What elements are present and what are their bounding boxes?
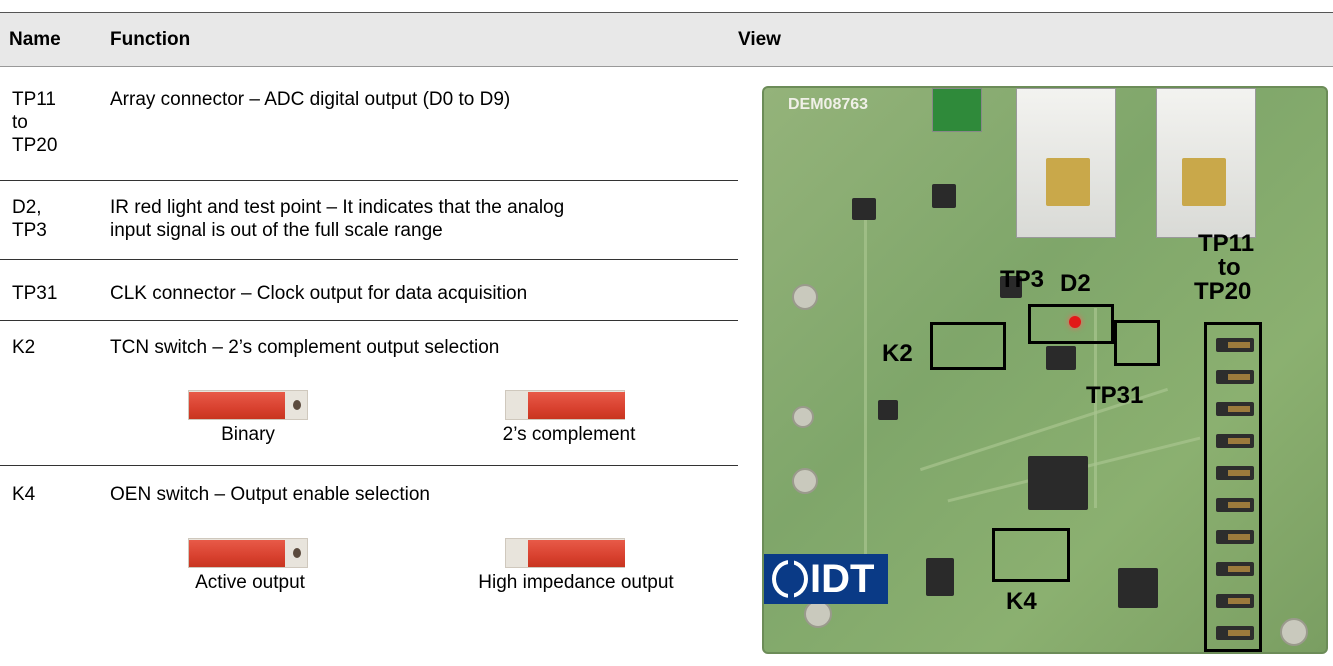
row-d2-name: D2, TP3 [12, 196, 47, 242]
idt-logo: IDT [764, 554, 888, 604]
label-to: to [1218, 254, 1241, 281]
name-line: TP3 [12, 220, 47, 241]
board-silk-title: DEM08763 [788, 96, 869, 113]
switch-binary-image [188, 390, 308, 420]
idt-logo-text: IDT [810, 557, 875, 601]
tp11-tp20-highlight-box [1204, 322, 1262, 652]
idt-logo-mark-icon [772, 560, 808, 598]
row-k4-function: OEN switch – Output enable selection [110, 484, 431, 505]
header-view: View [738, 29, 781, 50]
k4-highlight-box [992, 528, 1070, 582]
connector-pin [1216, 402, 1254, 416]
row-tp31-name: TP31 [12, 283, 58, 304]
row-divider [0, 259, 738, 260]
row-k2-name: K2 [12, 337, 36, 358]
connector-pin [1216, 370, 1254, 384]
connector-pin [1216, 434, 1254, 448]
switch-twos-complement-image [505, 390, 625, 420]
regulator-left [1046, 158, 1090, 206]
function-line: input signal is out of the full scale ra… [110, 220, 443, 241]
label-tp3: TP3 [1000, 266, 1045, 293]
connector-pin [1216, 594, 1254, 608]
mount-hole [792, 406, 814, 428]
chip [932, 184, 956, 208]
table-top-border-right [738, 12, 1333, 13]
mount-hole [804, 600, 832, 628]
adc-chip [1028, 456, 1088, 510]
row-divider [0, 180, 738, 181]
mount-hole [792, 284, 818, 310]
chip [1046, 346, 1076, 370]
tp31-highlight-box [1114, 320, 1160, 366]
connector-pin [1216, 530, 1254, 544]
row-tp31-function: CLK connector – Clock output for data ac… [110, 283, 528, 304]
row-divider [0, 465, 738, 466]
name-line: to [12, 112, 28, 133]
label-tp11: TP11 [1198, 230, 1255, 257]
connector-pin [1216, 466, 1254, 480]
option-binary: Binary [221, 424, 275, 445]
chip [878, 400, 898, 420]
header-name: Name [9, 29, 61, 50]
option-high-impedance: High impedance output [478, 572, 674, 593]
k2-highlight-box [930, 322, 1006, 370]
connector-pin [1216, 338, 1254, 352]
row-k4-name: K4 [12, 484, 36, 505]
d2-led [1069, 316, 1081, 328]
option-active-output: Active output [195, 572, 305, 593]
row-divider [0, 320, 738, 321]
tp3-d2-highlight-box [1028, 304, 1114, 344]
regulator-right [1182, 158, 1226, 206]
label-k4: K4 [1006, 588, 1037, 615]
name-line: TP11 [12, 89, 57, 110]
chip [1118, 568, 1158, 608]
name-line: D2, [12, 197, 42, 218]
table-top-border [0, 12, 738, 13]
function-line: IR red light and test point – It indicat… [110, 197, 565, 218]
chip [852, 198, 876, 220]
table-header [0, 13, 1333, 67]
mount-hole [792, 468, 818, 494]
connector-pin [1216, 498, 1254, 512]
label-tp31: TP31 [1086, 382, 1144, 409]
row-k2-function: TCN switch – 2’s complement output selec… [110, 337, 500, 358]
mount-hole [1280, 618, 1308, 646]
label-d2: D2 [1060, 270, 1091, 297]
switch-high-impedance-image [505, 538, 625, 568]
chip [1000, 276, 1022, 298]
row-d2-function: IR red light and test point – It indicat… [110, 196, 564, 242]
board-view: DEM08763 TP11 to TP [762, 86, 1328, 654]
connector-pin [1216, 626, 1254, 640]
connector-pin [1216, 562, 1254, 576]
option-twos-complement: 2’s complement [502, 424, 636, 445]
name-line: TP20 [12, 135, 58, 156]
chip [926, 558, 954, 596]
row-tp11-function: Array connector – ADC digital output (D0… [110, 89, 511, 110]
label-k2: K2 [882, 340, 913, 367]
switch-active-output-image [188, 538, 308, 568]
power-terminal [932, 88, 982, 132]
row-tp11-name: TP11 to TP20 [12, 88, 57, 157]
label-tp20: TP20 [1194, 278, 1252, 305]
header-function: Function [110, 29, 191, 50]
